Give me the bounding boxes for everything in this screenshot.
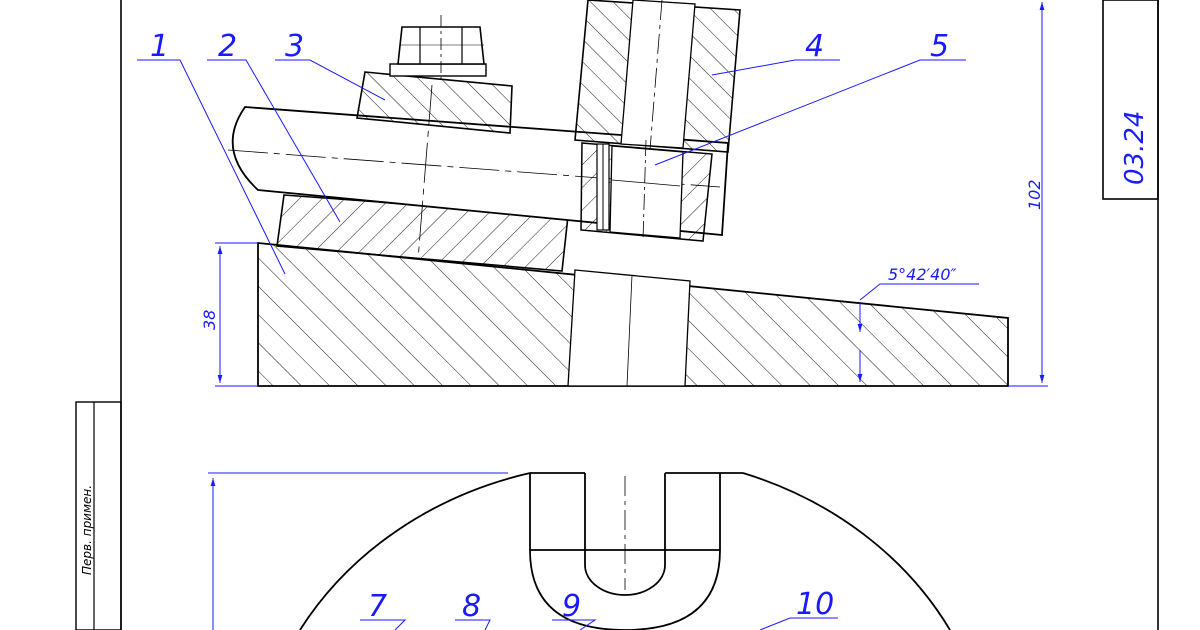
balloon-7: 7 bbox=[368, 589, 387, 624]
balloon-8: 8 bbox=[462, 589, 481, 624]
balloon-2: 2 bbox=[218, 29, 237, 64]
balloon-3: 3 bbox=[285, 29, 304, 64]
dimension-plan-left bbox=[208, 472, 508, 630]
guide-bushing bbox=[574, 0, 741, 153]
dimension-38: 38 bbox=[200, 242, 258, 387]
balloon-1: 1 bbox=[150, 29, 169, 64]
balloon-4: 4 bbox=[805, 29, 824, 64]
part-balloons: 1 2 3 4 5 7 8 9 10 bbox=[150, 29, 949, 624]
doc-code-text: 03.24 bbox=[1120, 111, 1150, 185]
dimension-102: 102 bbox=[1008, 2, 1048, 387]
balloon-9: 9 bbox=[562, 589, 581, 624]
side-stamp: Перв. примен. bbox=[75, 401, 122, 630]
annotation-leaders bbox=[137, 59, 966, 630]
dim-38-text: 38 bbox=[200, 310, 219, 330]
title-block-code-box: 03.24 bbox=[1102, 0, 1159, 200]
plan-view bbox=[299, 472, 951, 630]
side-stamp-text: Перв. примен. bbox=[80, 485, 94, 575]
dimension-angle: 5°42′40″ bbox=[857, 265, 979, 382]
base-wedge bbox=[257, 242, 1009, 387]
balloon-5: 5 bbox=[930, 29, 949, 64]
nut-part bbox=[356, 15, 513, 134]
dim-102-text: 102 bbox=[1025, 179, 1044, 210]
lower-bushing bbox=[580, 139, 713, 242]
balloon-10: 10 bbox=[796, 587, 834, 622]
dim-angle-text: 5°42′40″ bbox=[888, 265, 957, 284]
